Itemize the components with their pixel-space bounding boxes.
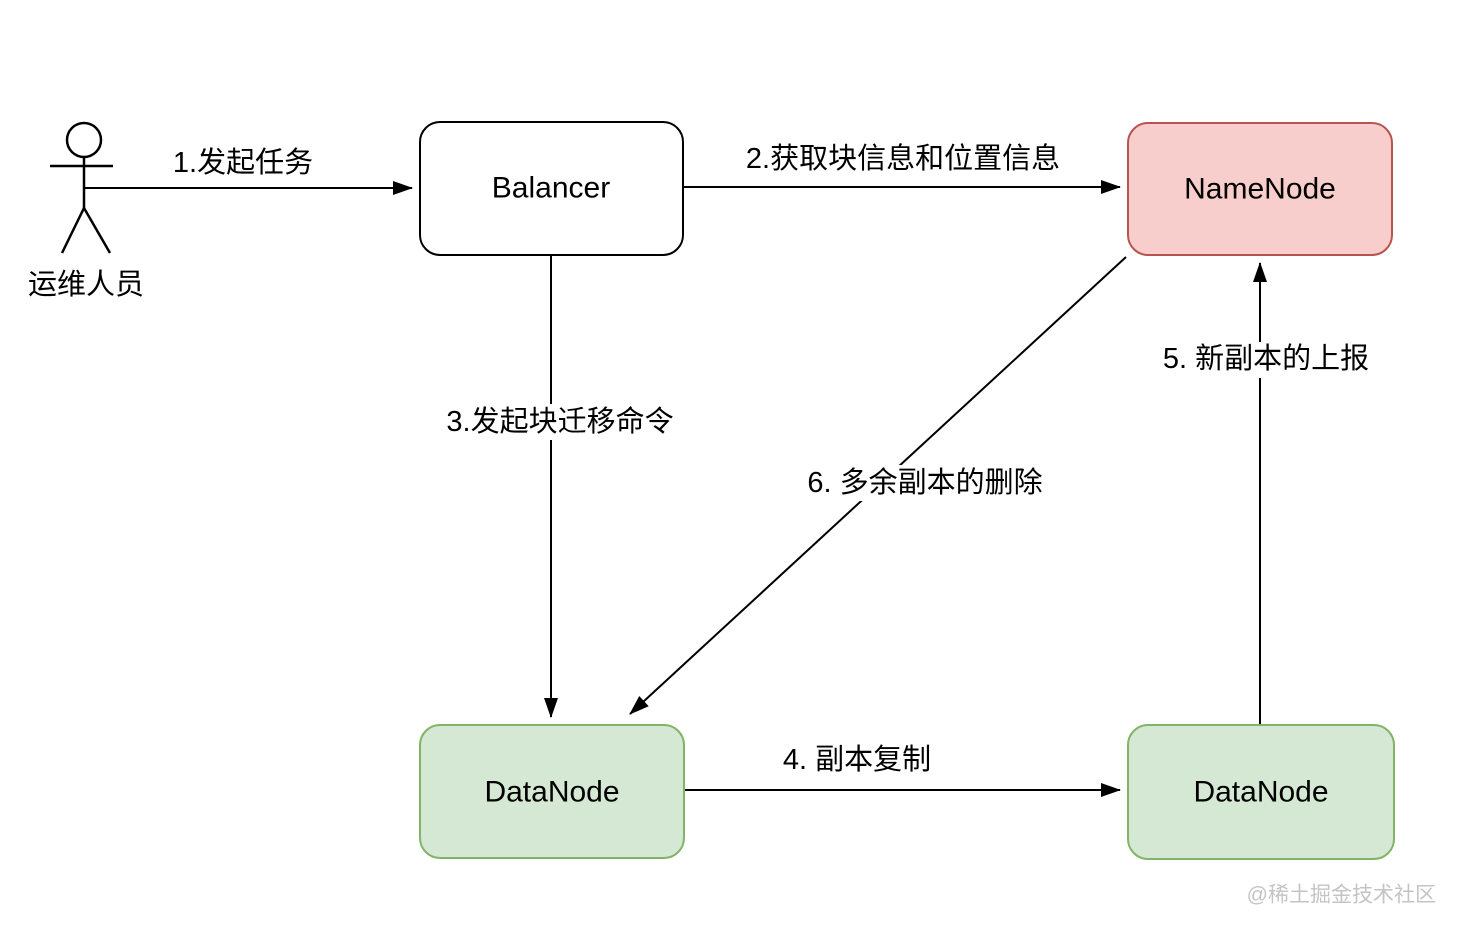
actor-label: 运维人员 bbox=[28, 268, 144, 301]
watermark-text: @稀土掘金技术社区 bbox=[1247, 884, 1436, 907]
edge-2-label-bg bbox=[743, 142, 1063, 176]
edge-5-label-group: 5. 新副本的上报 bbox=[1152, 342, 1380, 378]
node-balancer-box bbox=[419, 121, 684, 256]
node-namenode-label: NameNode bbox=[1184, 173, 1336, 206]
edge-3-label: 3.发起块迁移命令 bbox=[446, 405, 673, 438]
edge-4-label: 4. 副本复制 bbox=[783, 743, 931, 776]
edge-3-label-bg bbox=[441, 404, 679, 440]
node-datanode-left-box bbox=[419, 724, 685, 859]
node-namenode: NameNode bbox=[1127, 122, 1393, 256]
actor-leg-right bbox=[82, 207, 112, 254]
edge-2-label-group: 2.获取块信息和位置信息 bbox=[743, 142, 1063, 176]
node-datanode-right-label: DataNode bbox=[1193, 776, 1328, 809]
edge-1-label-group: 1.发起任务 bbox=[166, 146, 320, 180]
node-datanode-left-label: DataNode bbox=[484, 776, 619, 809]
edge-3-label-group: 3.发起块迁移命令 bbox=[441, 404, 679, 440]
actor-operations-staff: 运维人员 bbox=[28, 121, 144, 301]
node-balancer: Balancer bbox=[419, 121, 684, 256]
actor-leg-left bbox=[60, 207, 86, 254]
node-datanode-right: DataNode bbox=[1127, 724, 1395, 860]
edge-6-label-bg bbox=[806, 465, 1046, 501]
edge-4-label-bg bbox=[779, 743, 935, 779]
node-balancer-label: Balancer bbox=[492, 172, 610, 205]
edge-5-label: 5. 新副本的上报 bbox=[1163, 342, 1369, 375]
edge-2-label: 2.获取块信息和位置信息 bbox=[746, 142, 1060, 175]
edge-5-label-bg bbox=[1152, 342, 1380, 378]
edge-6-label-group: 6. 多余副本的删除 bbox=[806, 465, 1046, 501]
edge-1-label-bg bbox=[166, 146, 320, 180]
edge-4-label-group: 4. 副本复制 bbox=[779, 743, 935, 779]
node-namenode-box bbox=[1127, 122, 1393, 256]
node-datanode-left: DataNode bbox=[419, 724, 685, 859]
node-datanode-right-box bbox=[1127, 724, 1395, 860]
edge-1-label: 1.发起任务 bbox=[173, 146, 313, 179]
actor-head bbox=[65, 121, 103, 159]
edge-6-label: 6. 多余副本的删除 bbox=[807, 466, 1042, 499]
